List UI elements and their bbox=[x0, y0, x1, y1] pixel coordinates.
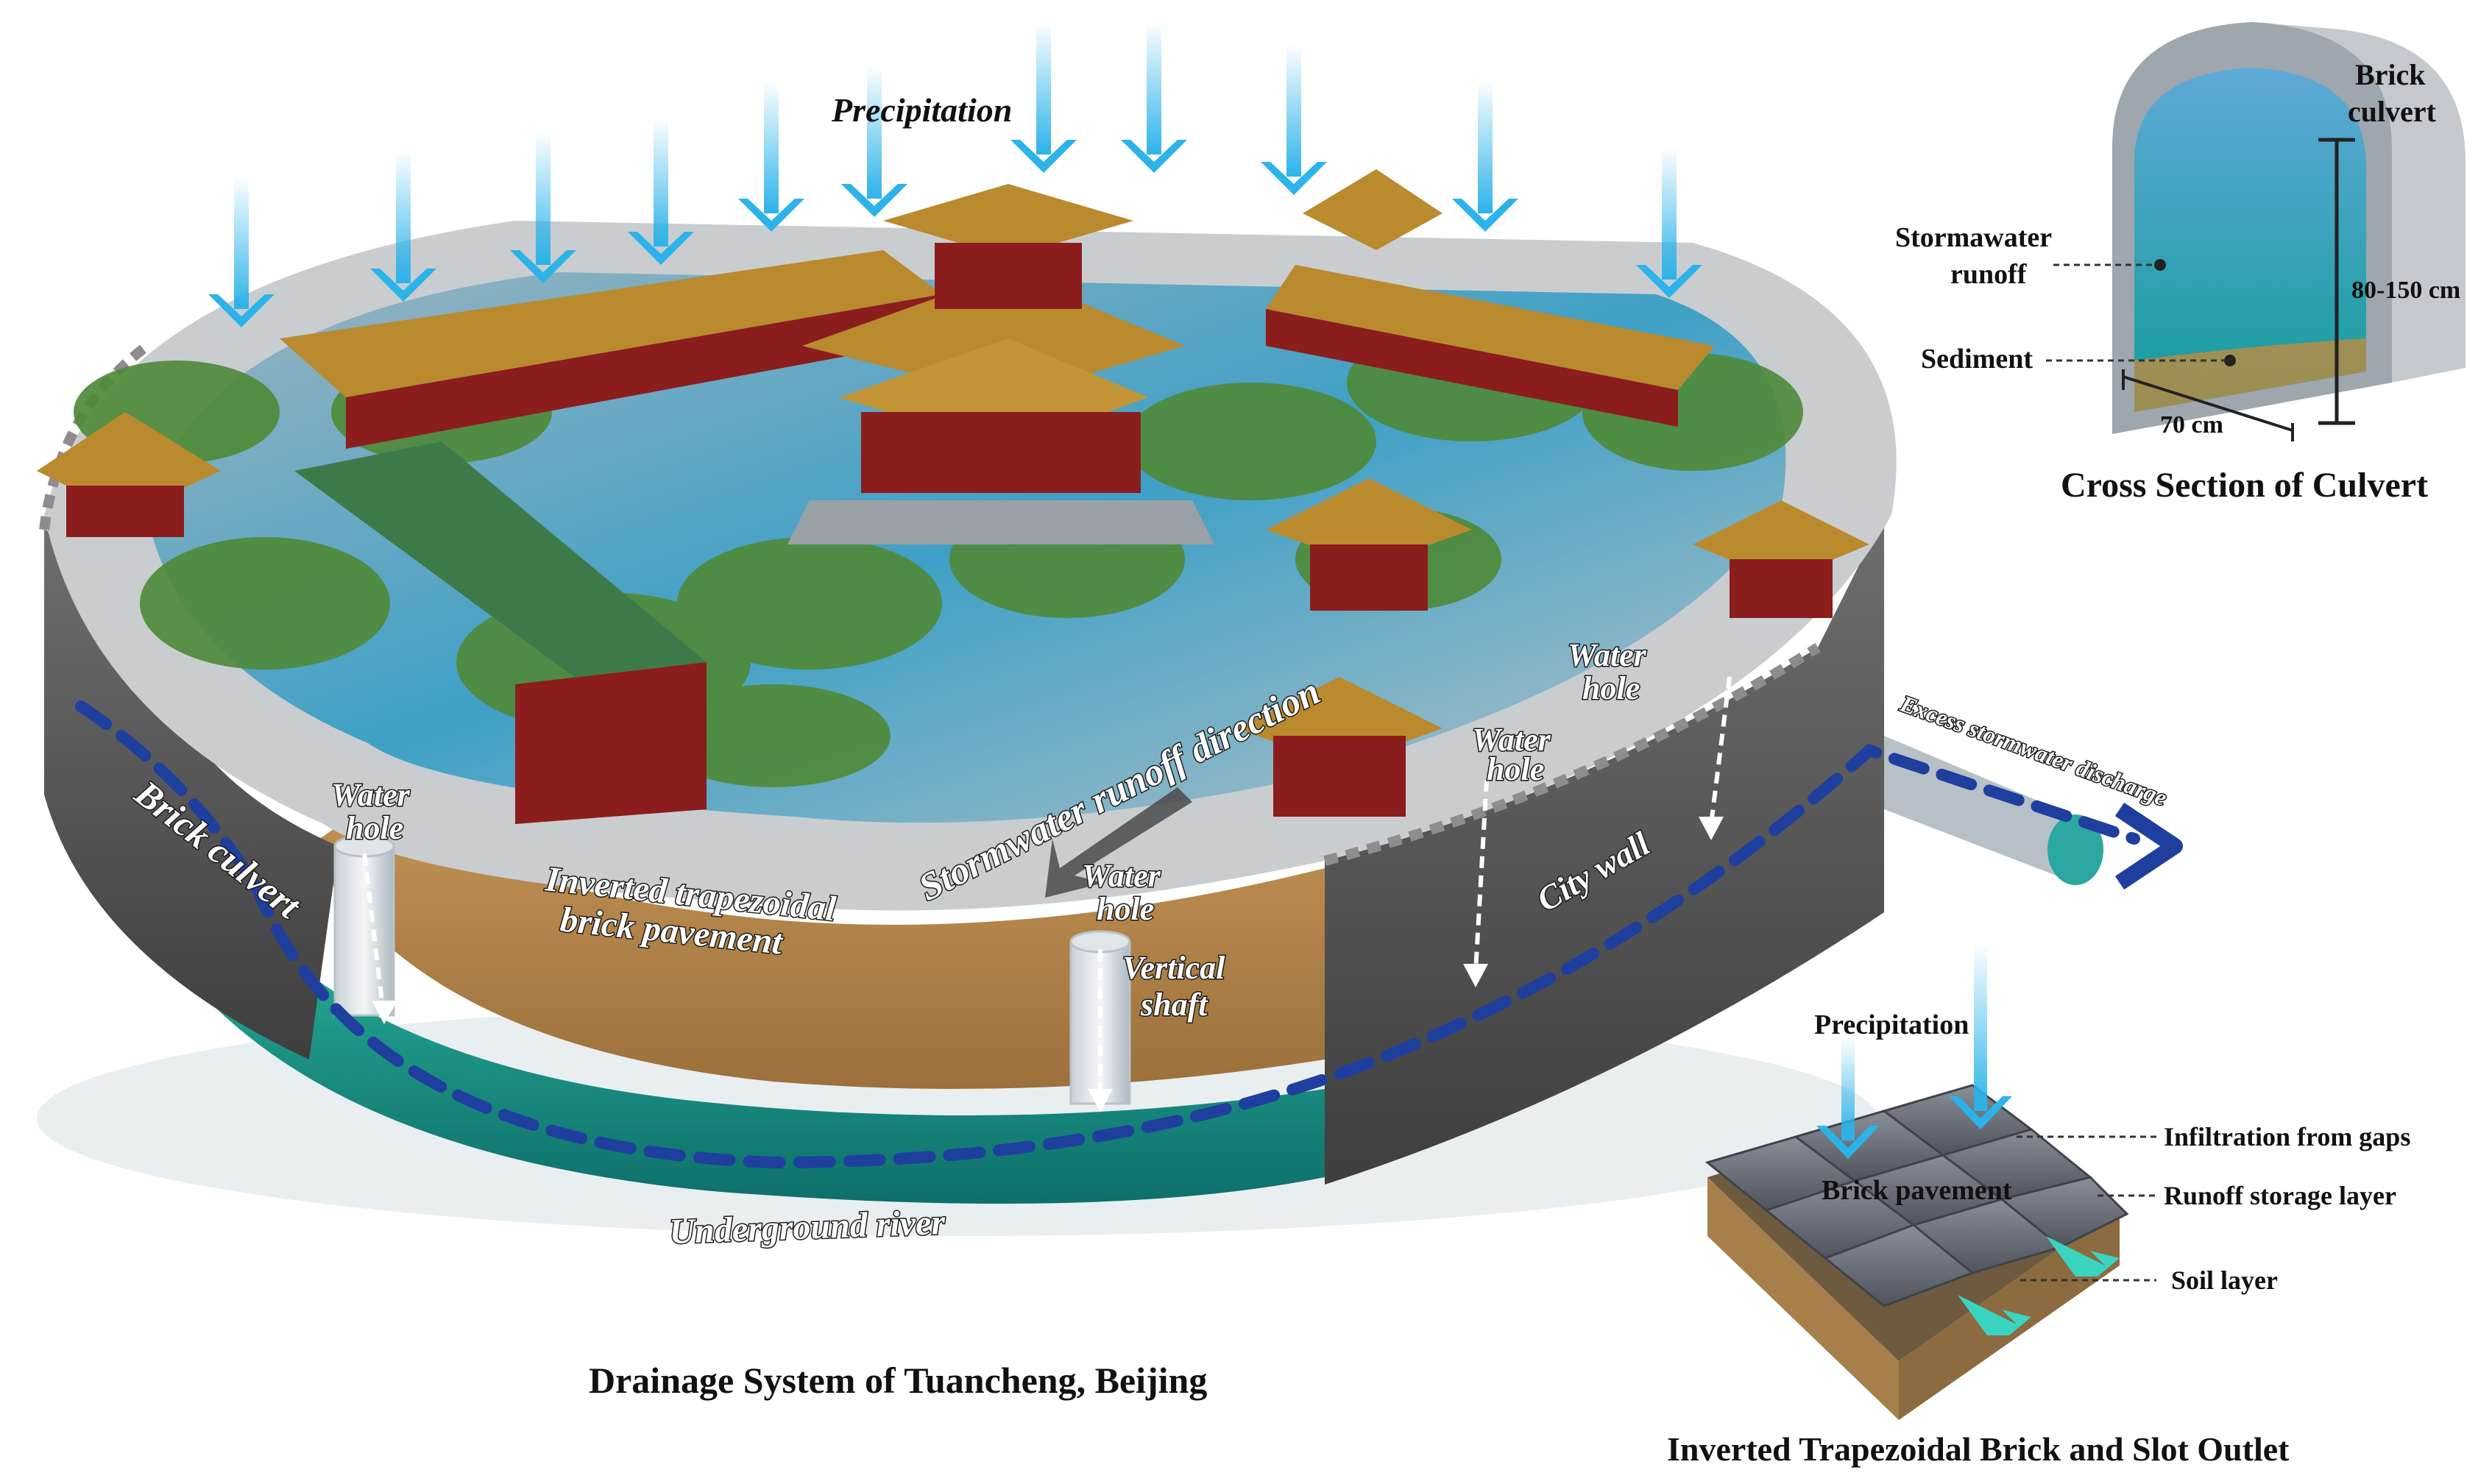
inset-precipitation-label: Precipitation bbox=[1814, 1009, 1969, 1040]
soil-block-side bbox=[1707, 1177, 1899, 1420]
height-label: 80-150 cm bbox=[2351, 277, 2460, 304]
halls bbox=[280, 250, 1715, 824]
city-wall-right bbox=[1325, 515, 1884, 1185]
inset-precip-arrow bbox=[1949, 942, 2012, 1129]
runoff-storage-label: Runoff storage layer bbox=[2164, 1181, 2396, 1210]
water-hole-label-3a: Water bbox=[1472, 722, 1551, 758]
precipitation-arrows bbox=[208, 22, 1702, 327]
outflow-arrow-1 bbox=[1958, 1295, 2031, 1335]
underground-river-band bbox=[110, 839, 1325, 1204]
stormwater-label-2: runoff bbox=[1950, 259, 2028, 290]
culvert-inset: Brick culvert Stormawater runoff Sedimen… bbox=[1895, 22, 2466, 505]
water-hole-label-2b: hole bbox=[1097, 891, 1154, 927]
precip-arrow bbox=[370, 151, 436, 302]
precip-arrow bbox=[1121, 22, 1187, 173]
precip-arrow bbox=[1261, 44, 1327, 195]
precip-arrow bbox=[1452, 81, 1518, 232]
brick-pavement-label: Brick pavement bbox=[1822, 1175, 2012, 1206]
runoff-direction-arrow bbox=[1045, 787, 1192, 898]
water-hole-arrows bbox=[362, 676, 1732, 1096]
vertical-shaft-label-2: shaft bbox=[1140, 987, 1208, 1023]
precip-arrow bbox=[628, 118, 694, 265]
width-label: 70 cm bbox=[2160, 411, 2223, 439]
infiltration-label: Infiltration from gaps bbox=[2164, 1122, 2410, 1151]
precip-arrow bbox=[510, 132, 576, 283]
water-hole-label-1b: hole bbox=[346, 810, 403, 846]
sediment-label: Sediment bbox=[1921, 344, 2033, 374]
brick-inset-title: Inverted Trapezoidal Brick and Slot Outl… bbox=[1667, 1430, 2290, 1468]
culvert-inset-title: Cross Section of Culvert bbox=[2061, 466, 2428, 505]
water-hole-label-2a: Water bbox=[1082, 858, 1161, 894]
wall-crenellations bbox=[1323, 643, 1821, 866]
water-hole-label-1a: Water bbox=[331, 777, 411, 813]
precip-arrow bbox=[841, 66, 907, 217]
water-hole-label-3b: hole bbox=[1487, 751, 1544, 787]
vertical-shaft-label-1: Vertical bbox=[1122, 950, 1225, 986]
main-title: Drainage System of Tuancheng, Beijing bbox=[589, 1360, 1207, 1401]
brick-inset: Precipitation Brick pavement Infiltratio… bbox=[1667, 942, 2410, 1468]
discharge-culvert bbox=[1884, 736, 2103, 885]
water-hole-label-4a: Water bbox=[1568, 637, 1647, 673]
precip-arrow bbox=[1636, 147, 1702, 298]
precip-arrow bbox=[1010, 22, 1077, 173]
vertical-shaft-center bbox=[1069, 940, 1131, 1105]
culvert-side bbox=[2252, 22, 2466, 383]
inset-precip-arrow bbox=[1816, 1037, 1880, 1159]
culvert-brick-label-1: Brick bbox=[2355, 58, 2426, 91]
soil-layer-label: Soil layer bbox=[2171, 1265, 2278, 1295]
vertical-shaft-left bbox=[333, 845, 395, 1017]
water-hole-label-4b: hole bbox=[1582, 670, 1640, 706]
precip-arrow bbox=[738, 81, 804, 232]
precip-arrow bbox=[208, 177, 275, 327]
outflow-arrow-2 bbox=[2046, 1236, 2120, 1277]
tuancheng-model bbox=[37, 169, 2183, 1236]
culvert-brick-label-2: culvert bbox=[2348, 95, 2437, 128]
pavement-bricks bbox=[1705, 1084, 2129, 1307]
discharge-arrowhead bbox=[2114, 802, 2183, 890]
culvert-sediment bbox=[2134, 338, 2366, 412]
precipitation-label: Precipitation bbox=[831, 91, 1012, 129]
stormwater-label-1: Stormawater bbox=[1895, 222, 2052, 253]
width-dimension-line bbox=[2123, 375, 2293, 432]
water-hole-arrowheads bbox=[372, 817, 1724, 1112]
culvert-water bbox=[2134, 68, 2366, 412]
brick-culvert-path bbox=[75, 700, 2140, 1169]
corner-pagodas bbox=[37, 169, 1869, 817]
main-pagoda bbox=[787, 184, 1214, 544]
